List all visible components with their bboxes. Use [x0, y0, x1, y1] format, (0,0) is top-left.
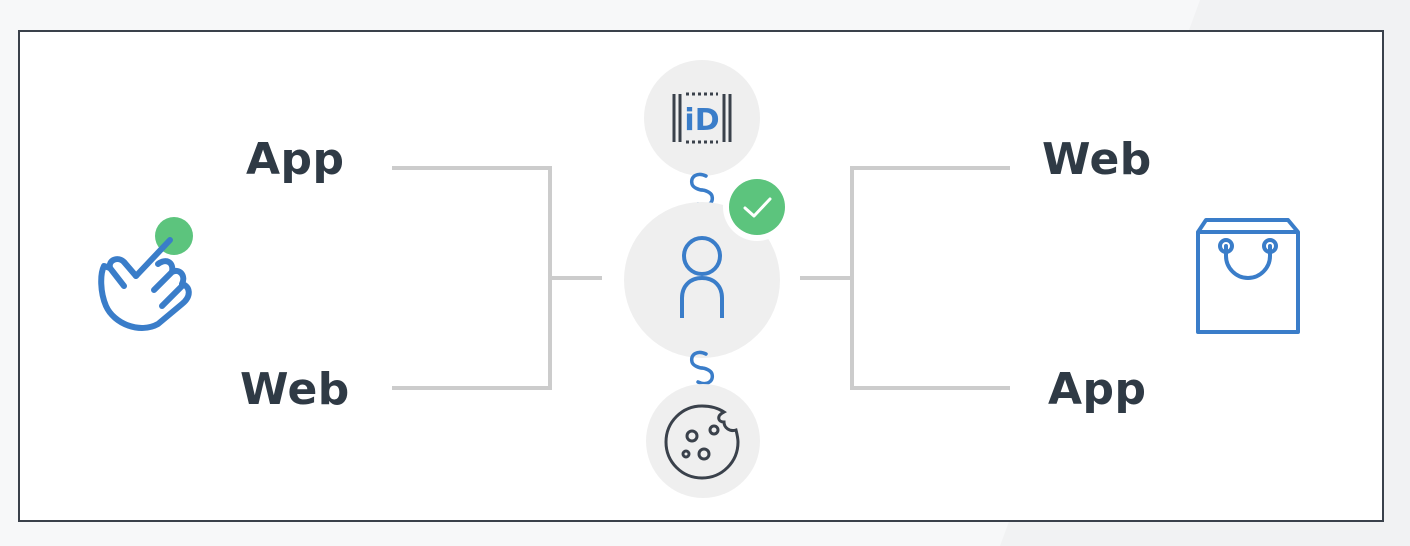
- right-bottom-label: App: [1048, 364, 1147, 415]
- user-icon: [680, 236, 724, 318]
- user-circle: [624, 202, 780, 358]
- left-bottom-label: Web: [240, 364, 350, 415]
- tap-hand-icon: [98, 217, 193, 331]
- left-top-label: App: [246, 134, 345, 185]
- cookie-circle: [646, 384, 760, 498]
- id-barcode-icon: [672, 92, 732, 144]
- right-top-label: Web: [1042, 134, 1152, 185]
- checkmark-icon: [723, 173, 791, 241]
- id-circle: iD: [644, 60, 760, 176]
- left-connector-top: [392, 166, 552, 390]
- id-text: iD: [684, 103, 719, 138]
- right-connector-bracket: [850, 166, 1010, 390]
- link-icon: [689, 350, 715, 386]
- shopping-bag-icon: [1196, 218, 1300, 334]
- cookie-icon: [664, 404, 740, 480]
